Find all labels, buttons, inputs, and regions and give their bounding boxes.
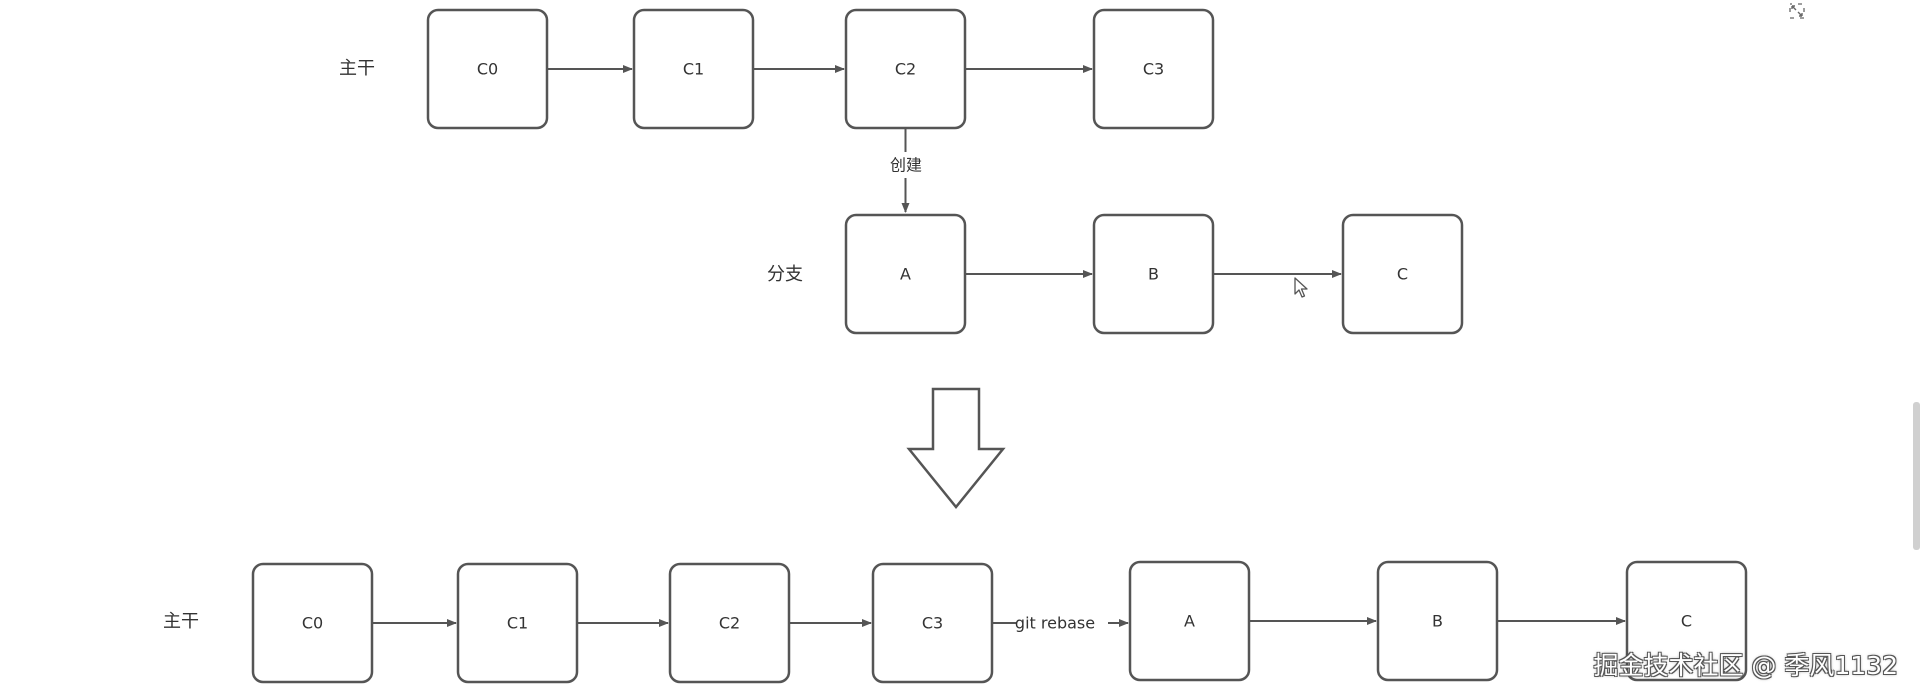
node-bottom-c0: C0 [251, 562, 374, 684]
node-branch-a: A [844, 213, 967, 335]
edge-label-create: 创建 [890, 156, 922, 175]
node-label: A [900, 265, 911, 284]
node-bottom-c2: C2 [668, 562, 791, 684]
lane-label-main-bottom: 主干 [163, 611, 199, 632]
node-top-c3: C3 [1092, 8, 1215, 130]
node-label: C3 [1143, 60, 1164, 79]
node-top-c1: C1 [632, 8, 755, 130]
node-branch-b: B [1092, 213, 1215, 335]
node-label: C [1397, 265, 1408, 284]
node-bottom-a: A [1128, 560, 1251, 682]
node-label: B [1148, 265, 1159, 284]
node-label: C0 [302, 614, 323, 633]
lane-label-main-top: 主干 [339, 58, 375, 79]
node-label: B [1432, 612, 1443, 631]
node-label: A [1184, 612, 1195, 631]
node-label: C0 [477, 60, 498, 79]
edge-label-rebase: git rebase [1015, 614, 1095, 633]
node-bottom-b: B [1376, 560, 1499, 682]
node-top-c0: C0 [426, 8, 549, 130]
node-top-c2: C2 [844, 8, 967, 130]
scrollbar-thumb[interactable] [1913, 402, 1920, 550]
watermark: 掘金技术社区 @ 季风1132 [1593, 651, 1898, 680]
node-label: C3 [922, 614, 943, 633]
node-label: C1 [683, 60, 704, 79]
down-arrow-icon [906, 387, 1006, 509]
node-bottom-c: C [1625, 560, 1748, 682]
node-label: C [1681, 612, 1692, 631]
mouse-cursor-icon [1294, 277, 1308, 298]
node-bottom-c3: C3 [871, 562, 994, 684]
node-branch-c: C [1341, 213, 1464, 335]
node-bottom-c1: C1 [456, 562, 579, 684]
node-label: C2 [895, 60, 916, 79]
expand-icon[interactable] [1788, 2, 1806, 20]
lane-label-branch: 分支 [767, 264, 803, 285]
node-label: C1 [507, 614, 528, 633]
node-label: C2 [719, 614, 740, 633]
